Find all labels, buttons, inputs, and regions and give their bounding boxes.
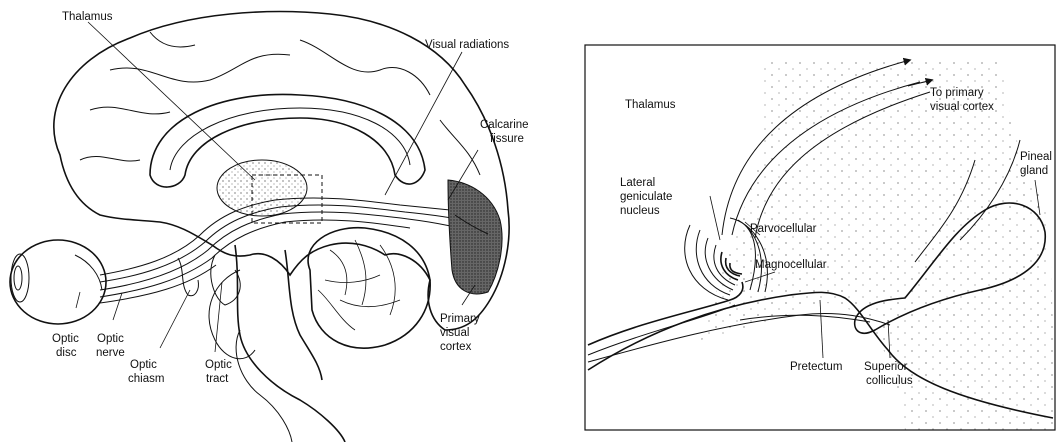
label-r-thalamus: Thalamus <box>625 99 676 111</box>
label-pvc-2: visual <box>440 327 469 339</box>
label-lgn-3: nucleus <box>620 205 660 217</box>
label-to-cortex-2: visual cortex <box>930 101 994 113</box>
label-calcarine-2: fissure <box>490 133 524 145</box>
label-magnocellular: Magnocellular <box>755 259 827 271</box>
optic-pathway-fibers <box>100 198 476 303</box>
label-pvc-1: Primary <box>440 313 480 325</box>
label-superior-1: Superior <box>864 361 908 373</box>
label-pretectum: Pretectum <box>790 361 842 373</box>
thalamus-region <box>217 160 307 216</box>
label-optic-disc-1: Optic <box>52 333 79 345</box>
label-optic-nerve-1: Optic <box>97 333 124 345</box>
label-optic-disc-2: disc <box>56 347 77 359</box>
label-optic-chiasm-2: chiasm <box>128 373 164 385</box>
label-parvocellular: Parvocellular <box>750 223 817 235</box>
eye <box>10 240 106 324</box>
label-lgn-2: geniculate <box>620 191 672 203</box>
label-optic-chiasm-1: Optic <box>130 359 157 371</box>
label-optic-tract-1: Optic <box>205 359 232 371</box>
label-pineal-2: gland <box>1020 165 1048 177</box>
label-to-cortex-1: To primary <box>930 87 984 99</box>
primary-visual-cortex <box>448 180 502 294</box>
label-pvc-3: cortex <box>440 341 472 353</box>
label-optic-tract-2: tract <box>206 373 229 385</box>
left-brain-diagram <box>10 12 509 442</box>
label-lgn-1: Lateral <box>620 177 655 189</box>
label-visual-radiations: Visual radiations <box>425 39 509 51</box>
label-superior-2: colliculus <box>866 375 913 387</box>
label-optic-nerve-2: nerve <box>96 347 125 359</box>
label-thalamus: Thalamus <box>62 11 113 23</box>
label-pineal-1: Pineal <box>1020 151 1052 163</box>
label-calcarine-1: Calcarine <box>480 119 529 131</box>
